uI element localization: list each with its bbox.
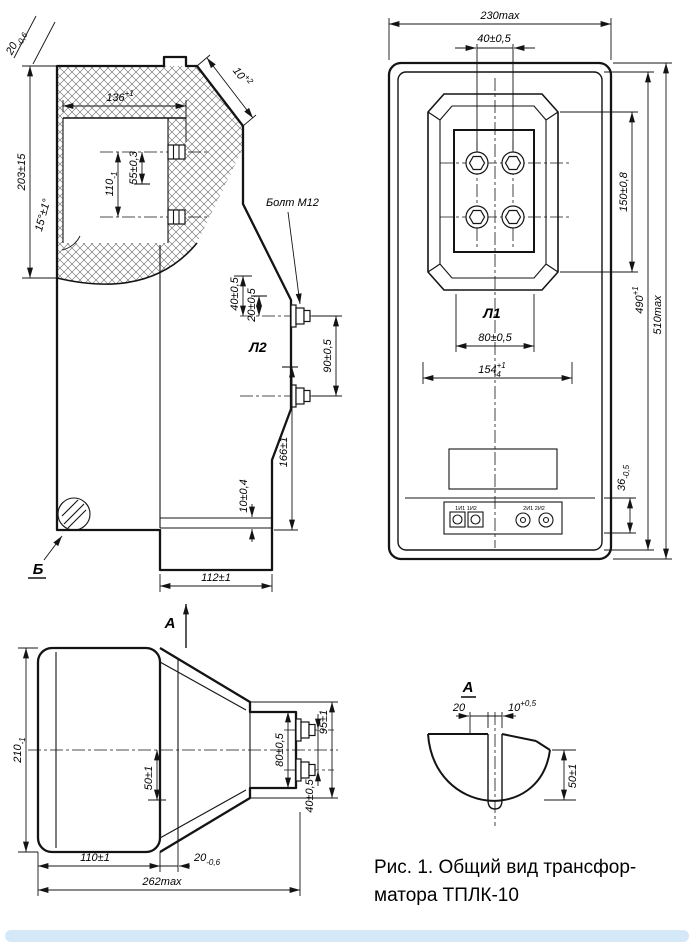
mount-hole (57, 497, 91, 531)
bolt (465, 151, 489, 175)
bolt (465, 205, 489, 229)
dim-50-detail: 50±1 (567, 764, 579, 788)
dim-20-detail: 20 (452, 702, 466, 714)
dim-90: 90±0,5 (322, 338, 334, 372)
dim-262max: 262max (141, 876, 182, 888)
footer-bar (5, 930, 689, 942)
dim-230max: 230max (479, 10, 520, 22)
bottom-view: 210-1 95±1 80±0,5 40±0,5 50±1 110±1 20-0… (12, 646, 338, 896)
terminal-labels-right: 2И1 2И2 (523, 506, 545, 512)
terminal-bolt (290, 384, 311, 408)
terminal-labels-left: 1И1 1И2 (455, 506, 477, 512)
dim-510max: 510max (652, 295, 664, 335)
dim-110-plan: 110±1 (80, 852, 110, 864)
terminal-bolt (295, 718, 316, 742)
dim-110: 110-1 (104, 172, 119, 197)
bolt (501, 205, 525, 229)
plan-body-outline (36, 646, 162, 854)
bolt-note: Болт М12 (266, 197, 319, 209)
dim-490: 490+1 (631, 286, 646, 313)
dim-112: 112±1 (201, 572, 231, 584)
dim-55: 55±0,3 (128, 150, 140, 184)
window-bolt (167, 144, 186, 160)
dim-80-plan: 80±0,5 (274, 732, 286, 766)
dim-20-flange: 20-0,6 (3, 28, 29, 59)
window-bolt (167, 209, 186, 225)
dim-40: 40±0,5 (477, 33, 511, 45)
detail-label-a: А (462, 679, 474, 696)
dim-136: 136+1 (106, 89, 133, 104)
side-view: Л2 136+1 110-1 55±0,3 203±15 20-0,6 15°±… (3, 15, 342, 648)
figure-caption: Рис. 1. Общий вид трансфор- матора ТПЛК-… (374, 854, 686, 909)
dim-50-plan: 50±1 (143, 766, 155, 790)
detail-slot (487, 734, 503, 810)
terminal-bolt (295, 758, 316, 782)
front-view: 1И1 1И2 2И1 2И2 Л1 230max 40±0,5 150±0,8… (387, 10, 672, 561)
nameplate (448, 448, 558, 490)
dim-166: 166±1 (278, 437, 290, 468)
caption-line-2: матора ТПЛК-10 (374, 884, 519, 906)
dim-10-detail: 10+0,5 (508, 699, 537, 714)
core-arc (56, 242, 198, 285)
dim-40-plan: 40±0,5 (304, 778, 316, 812)
winding-label-l2: Л2 (248, 339, 267, 355)
bolt (501, 151, 525, 175)
dim-95: 95±1 (318, 710, 330, 734)
dim-10-top: 10+2 (230, 63, 255, 90)
dim-154: 154+1-4 (478, 361, 505, 379)
front-window-frame-outer (427, 93, 559, 291)
view-label-a: А (164, 615, 176, 632)
front-window-inner (453, 129, 535, 253)
dim-angle-15: 15°±1° (33, 197, 53, 233)
detail-arc (427, 733, 551, 802)
terminal-block (443, 501, 563, 535)
side-body-outline (55, 55, 293, 572)
dim-150: 150±0,8 (618, 171, 630, 212)
dim-36: 36-0,5 (616, 464, 631, 491)
view-label-b: Б (33, 561, 44, 578)
terminal-bolt (290, 304, 311, 328)
detail-view-a: А 20 10+0,5 50±1 (427, 679, 579, 826)
caption-line-1: Рис. 1. Общий вид трансфор- (374, 857, 637, 878)
dim-210: 210-1 (12, 737, 27, 763)
dim-20-plan: 20-0,6 (193, 852, 221, 867)
dim-80: 80±0,5 (478, 332, 512, 344)
dim-203: 203±15 (16, 153, 28, 192)
plan-nose-outline (159, 647, 298, 853)
front-body-outline (387, 61, 613, 561)
winding-label-l1: Л1 (482, 305, 501, 321)
dim-20-side: 20±0,5 (246, 287, 258, 322)
dim-40-side: 40±0,5 (229, 276, 241, 310)
dim-10-base: 10±0,4 (238, 479, 250, 513)
